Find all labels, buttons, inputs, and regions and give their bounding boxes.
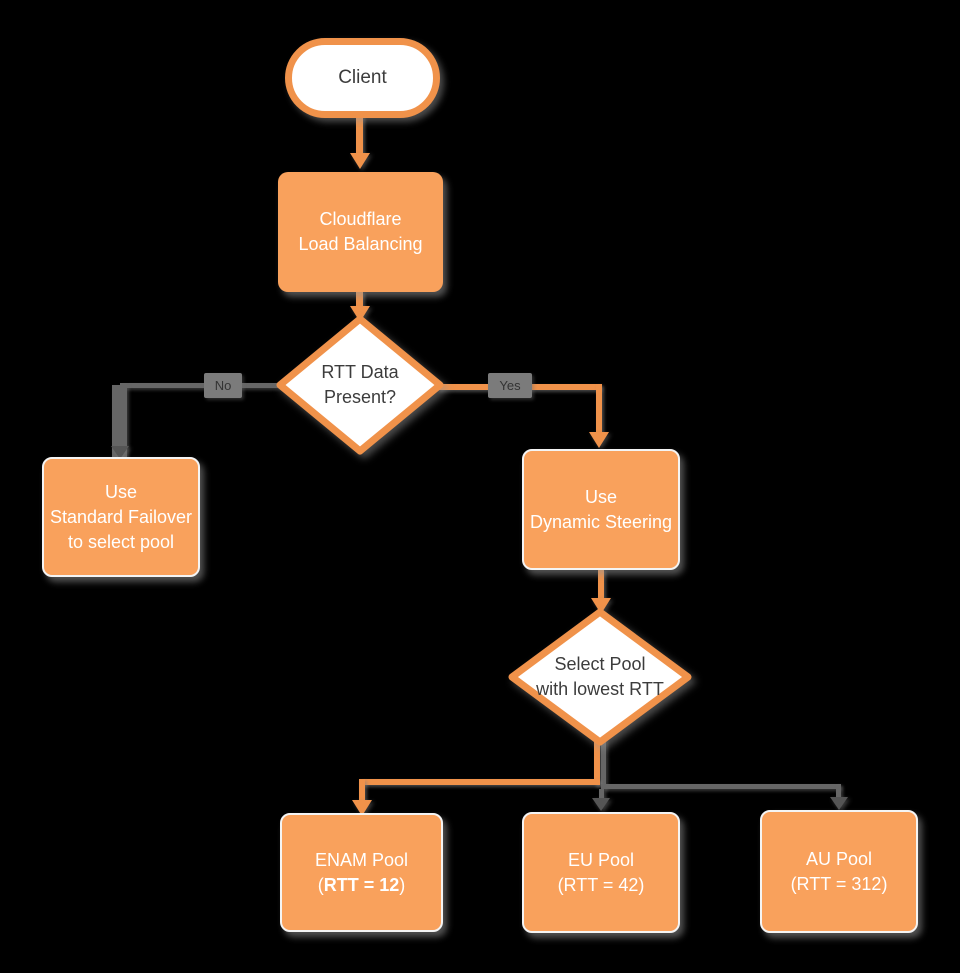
connector-enam-vertical: [359, 779, 365, 802]
enam-pool-label: ENAM Pool (RTT = 12): [315, 848, 408, 898]
au-pool-node: AU Pool (RTT = 312): [760, 810, 918, 933]
connector-client-cloudflare: [356, 115, 363, 157]
rtt-decision-label: RTT Data Present?: [274, 314, 446, 456]
edge-label-no-text: No: [214, 378, 232, 393]
edge-label-no: No: [204, 373, 242, 398]
au-pool-line-2: (RTT = 312): [790, 873, 888, 894]
connector-select-down-orange: [594, 738, 600, 785]
enam-rtt-paren-open: (: [317, 874, 324, 895]
dynamic-steering-line-1: Use: [584, 486, 617, 507]
enam-pool-line-1: ENAM Pool: [314, 849, 409, 870]
arrowhead-down-icon: [111, 446, 129, 459]
client-node: Client: [285, 38, 440, 118]
enam-rtt-paren-close: ): [399, 874, 406, 895]
arrowhead-down-icon: [830, 797, 848, 810]
connector-cloudflare-rtt: [356, 291, 363, 309]
cloudflare-line-1: Cloudflare: [319, 209, 402, 229]
arrowhead-down-icon: [589, 432, 609, 448]
standard-failover-node: Use Standard Failover to select pool: [42, 457, 200, 577]
au-pool-label: AU Pool (RTT = 312): [791, 847, 888, 897]
cloudflare-load-balancing-node: Cloudflare Load Balancing: [278, 172, 443, 292]
client-node-label: Client: [338, 67, 387, 88]
edge-label-yes-text: Yes: [499, 378, 521, 393]
select-pool-decision: Select Pool with lowest RTT: [507, 607, 693, 747]
arrowhead-down-icon: [350, 306, 370, 322]
select-pool-line-1: Select Pool: [554, 654, 646, 674]
eu-pool-line-2: (RTT = 42): [557, 874, 645, 895]
edge-label-yes: Yes: [488, 373, 532, 398]
standard-failover-line-1: Use: [104, 481, 137, 502]
connector-no-horizontal: [120, 383, 285, 388]
eu-pool-label: EU Pool (RTT = 42): [558, 848, 645, 898]
arrowhead-down-icon: [592, 798, 610, 811]
connector-yes-vertical: [596, 384, 602, 433]
eu-pool-line-1: EU Pool: [567, 849, 635, 870]
dynamic-steering-line-2: Dynamic Steering: [529, 511, 673, 532]
standard-failover-line-3: to select pool: [67, 531, 175, 552]
connector-au-horizontal: [601, 784, 840, 789]
cloudflare-line-2: Load Balancing: [298, 234, 423, 254]
decision-diamond-shape: [276, 315, 444, 455]
standard-failover-label: Use Standard Failover to select pool: [50, 480, 192, 555]
dynamic-steering-node: Use Dynamic Steering: [522, 449, 680, 570]
connector-eu-vertical: [599, 789, 604, 800]
connector-dynamic-select: [598, 569, 604, 599]
standard-failover-line-2: Standard Failover: [49, 506, 193, 527]
arrowhead-down-icon: [591, 598, 611, 614]
connector-enam-horizontal: [361, 779, 600, 785]
cloudflare-node-label: Cloudflare Load Balancing: [298, 207, 422, 257]
connector-no-vertical: [112, 385, 127, 457]
eu-pool-node: EU Pool (RTT = 42): [522, 812, 680, 933]
au-pool-line-1: AU Pool: [805, 848, 873, 869]
decision-diamond-shape: [508, 608, 692, 746]
select-pool-label: Select Pool with lowest RTT: [507, 607, 693, 747]
enam-pool-node: ENAM Pool (RTT = 12): [280, 813, 443, 932]
enam-rtt-value: RTT = 12: [323, 874, 400, 895]
rtt-decision-line-1: RTT Data: [321, 362, 399, 382]
connector-au-vertical: [836, 784, 841, 799]
rtt-decision-line-2: Present?: [323, 387, 397, 407]
enam-pool-line-2: (RTT = 12): [315, 873, 408, 898]
arrowhead-down-icon: [352, 800, 372, 816]
dynamic-steering-label: Use Dynamic Steering: [530, 485, 672, 535]
select-pool-line-2: with lowest RTT: [536, 679, 664, 699]
connector-select-down-gray: [601, 738, 606, 789]
rtt-data-present-decision: RTT Data Present?: [274, 314, 446, 456]
arrowhead-down-icon: [350, 153, 370, 169]
